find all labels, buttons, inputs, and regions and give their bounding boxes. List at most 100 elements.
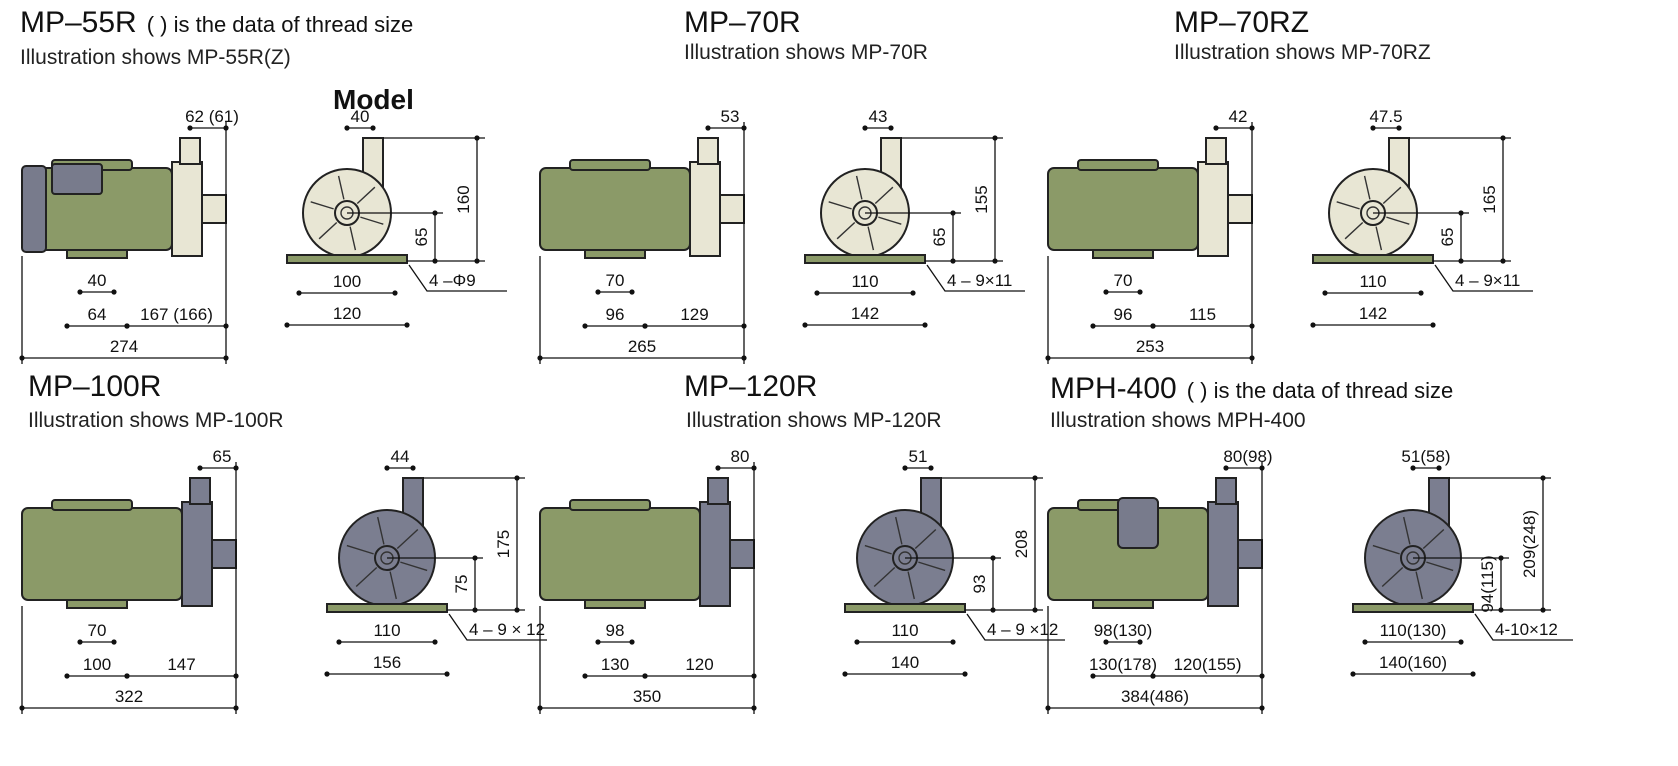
dim-front-length [124, 673, 239, 679]
label-outlet-offset: 80(98) [1223, 447, 1272, 466]
dim-outlet-offset-front [384, 465, 416, 471]
label-foot-inner: 70 [606, 271, 625, 290]
dim-overall-length [19, 355, 229, 361]
dim-front-length [642, 673, 757, 679]
motor-end-cap [21, 165, 47, 253]
front-view [286, 137, 408, 264]
motor-rib [1077, 159, 1159, 171]
label-mounting-holes: 4 – 9×11 [947, 271, 1012, 290]
model-title: MPH-400( ) is the data of thread size [1050, 374, 1453, 404]
outlet-port [1205, 137, 1227, 165]
label-base-outer: 142 [851, 304, 879, 323]
illustration-caption: Illustration shows MP-100R [28, 409, 284, 432]
label-foot-outer: 130 [601, 655, 629, 674]
label-mounting-holes: 4 – 9 ×12 [987, 620, 1058, 639]
dim-overall-length [537, 355, 747, 361]
dim-shaft-height [950, 210, 956, 264]
label-mounting-holes: 4 –Φ9 [429, 271, 476, 290]
dim-base-inner [296, 290, 398, 296]
dim-base-outer [1350, 671, 1476, 677]
base-plate [286, 254, 408, 264]
dim-shaft-height [472, 555, 478, 613]
label-foot-outer: 130(178) [1089, 655, 1157, 674]
pump-casing [171, 161, 203, 257]
dim-height [474, 135, 480, 264]
dimension-drawing: 80(98)98(130)130(178)120(155)384(486)51(… [1045, 447, 1573, 714]
label-mounting-holes: 4 – 9×11 [1455, 271, 1520, 290]
motor-rib [51, 499, 133, 511]
motor-rib [569, 499, 651, 511]
dim-outlet-offset-front [862, 125, 894, 131]
mounting-foot [66, 249, 128, 259]
mounting-foot [584, 249, 646, 259]
label-height: 209(248) [1520, 510, 1539, 578]
outlet-port [189, 477, 211, 505]
label-height: 155 [972, 185, 991, 213]
dim-outlet-offset-front [1410, 465, 1442, 471]
dim-base-inner [336, 639, 438, 645]
front-view [1312, 137, 1434, 264]
illustration-caption: Illustration shows MPH-400 [1050, 409, 1306, 432]
motor-body [539, 507, 701, 601]
front-view [326, 477, 448, 613]
dim-height [1500, 135, 1506, 264]
dim-base-inner [854, 639, 956, 645]
outlet-port [179, 137, 201, 165]
label-foot-inner: 40 [88, 271, 107, 290]
label-outlet-offset: 53 [721, 107, 740, 126]
mounting-foot [1092, 249, 1154, 259]
label-foot-inner: 98(130) [1094, 621, 1153, 640]
label-base-outer: 140(160) [1379, 653, 1447, 672]
label-foot-inner: 70 [88, 621, 107, 640]
dim-overall-length [1045, 355, 1255, 361]
base-plate [326, 603, 448, 613]
dim-foot-inner [1103, 639, 1143, 645]
label-outlet-offset-front: 51(58) [1401, 447, 1450, 466]
inlet-port [1227, 194, 1253, 224]
label-overall-length: 265 [628, 337, 656, 356]
inlet-port [211, 539, 237, 569]
label-height: 208 [1012, 530, 1031, 558]
label-outlet-offset-front: 51 [909, 447, 928, 466]
label-base-outer: 142 [1359, 304, 1387, 323]
label-overall-length: 322 [115, 687, 143, 706]
dim-front-length [642, 323, 747, 329]
model-title: MP–70RZ [1174, 8, 1309, 38]
label-foot-outer: 100 [83, 655, 111, 674]
dim-foot-inner [595, 639, 635, 645]
inlet-port [719, 194, 745, 224]
dim-outlet-offset [705, 125, 747, 131]
pump-casing [1197, 161, 1229, 257]
label-foot-outer: 96 [606, 305, 625, 324]
label-front-length: 120 [685, 655, 713, 674]
dim-height [1540, 475, 1546, 613]
label-front-length: 129 [680, 305, 708, 324]
inlet-port [201, 194, 227, 224]
front-view [1352, 477, 1474, 613]
dim-outlet-offset-front [344, 125, 376, 131]
dim-height [992, 135, 998, 264]
dim-base-inner [1322, 290, 1424, 296]
model-name: MP–70R [684, 6, 801, 39]
dim-base-inner [814, 290, 916, 296]
model-name: MP–120R [684, 370, 818, 403]
side-view [539, 477, 755, 609]
model-title: MP–55R( ) is the data of thread size [20, 8, 413, 38]
dim-foot-outer [1090, 323, 1156, 329]
dim-overall-length [537, 705, 757, 711]
dim-foot-inner [77, 639, 117, 645]
model-name: MP–100R [28, 370, 162, 403]
label-base-inner: 110 [373, 621, 400, 640]
label-overall-length: 274 [110, 337, 138, 356]
dim-outlet-offset [1223, 465, 1265, 471]
inlet-port [1237, 539, 1263, 569]
label-foot-outer: 96 [1114, 305, 1133, 324]
label-outlet-offset-front: 47.5 [1369, 107, 1402, 126]
model-name: MPH-400 [1050, 372, 1177, 405]
dim-outlet-offset [715, 465, 757, 471]
side-view [21, 477, 237, 609]
label-base-inner: 100 [333, 272, 361, 291]
pump-casing [689, 161, 721, 257]
